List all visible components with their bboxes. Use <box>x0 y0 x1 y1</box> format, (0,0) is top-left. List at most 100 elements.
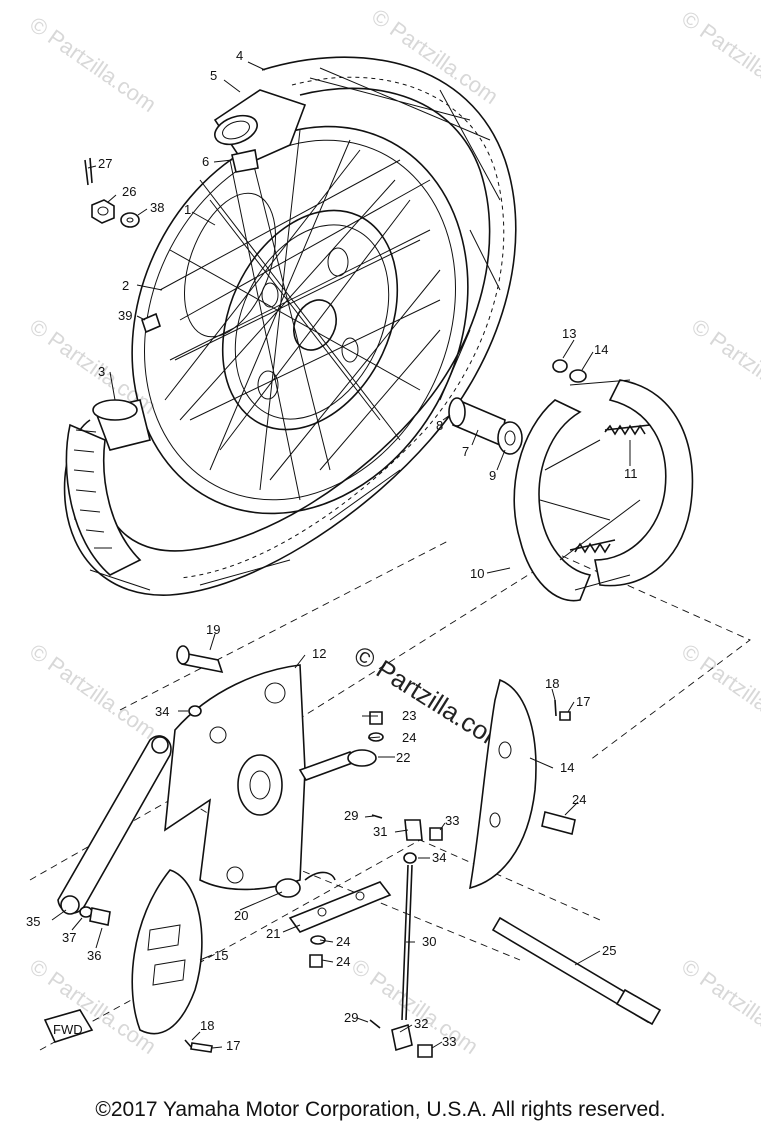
part-label: 4 <box>236 48 243 63</box>
fwd-label: FWD <box>53 1022 83 1037</box>
part-12-brake-plate <box>164 664 306 891</box>
part-29-pin-lower <box>369 1019 381 1029</box>
part-33-bolt-lower <box>417 1044 433 1058</box>
part-label: 30 <box>422 934 436 949</box>
part-label: 12 <box>312 646 326 661</box>
part-32-joint <box>391 1023 413 1052</box>
part-label: 35 <box>26 914 40 929</box>
wheel-assembly <box>63 56 517 596</box>
part-14-washer <box>569 369 587 383</box>
part-27-cotter-pin <box>84 157 93 186</box>
watermark: © Partzilla.com <box>677 639 761 745</box>
copyright-footer: ©2017 Yamaha Motor Corporation, U.S.A. A… <box>95 1098 666 1121</box>
part-39-bolt <box>141 312 161 334</box>
part-label: 34 <box>155 704 169 719</box>
part-label: 9 <box>489 468 496 483</box>
part-17-screw <box>559 711 571 721</box>
part-label: 15 <box>214 948 228 963</box>
part-17-screw-lower <box>190 1042 213 1053</box>
watermark: © Partzilla.com <box>367 4 503 110</box>
part-29-pin <box>371 814 383 819</box>
part-label: 14 <box>560 760 574 775</box>
part-label: 26 <box>122 184 136 199</box>
part-label: 8 <box>436 418 443 433</box>
watermark: © Partzilla.com <box>677 954 761 1060</box>
part-11-spring-lower <box>569 539 616 554</box>
part-label: 7 <box>462 444 469 459</box>
part-label: 17 <box>226 1038 240 1053</box>
part-6-clip <box>231 149 259 173</box>
watermark: © Partzilla.com <box>347 954 483 1060</box>
part-label: 38 <box>150 200 164 215</box>
part-label: 10 <box>470 566 484 581</box>
fwd-indicator: FWD <box>43 1009 94 1043</box>
part-label: 39 <box>118 308 132 323</box>
part-11-spring <box>604 424 651 436</box>
part-38-washer <box>120 212 140 228</box>
part-label: 17 <box>576 694 590 709</box>
part-label: 32 <box>414 1016 428 1031</box>
part-label: 29 <box>344 1010 358 1025</box>
part-label: 21 <box>266 926 280 941</box>
part-19-bolt <box>176 645 224 674</box>
part-16-chain-guard <box>468 678 537 890</box>
part-label: 2 <box>122 278 129 293</box>
part-label: 14 <box>594 342 608 357</box>
part-label: 24 <box>572 792 586 807</box>
part-label: 18 <box>545 676 559 691</box>
part-label: 37 <box>62 930 76 945</box>
part-label: 33 <box>442 1034 456 1049</box>
part-35-torque-arm <box>57 735 172 915</box>
part-label: 34 <box>432 850 446 865</box>
part-number-labels: 4 5 6 27 26 38 1 2 39 3 8 7 9 10 11 13 1… <box>26 48 638 1053</box>
watermark: © Partzilla.com <box>677 6 761 112</box>
part-13-nut <box>552 359 568 373</box>
part-label: 27 <box>98 156 112 171</box>
watermark: © Partzilla.com <box>687 314 761 420</box>
part-21-cam-lever <box>288 881 392 933</box>
part-23-bolt <box>369 711 383 725</box>
part-label: 1 <box>184 202 191 217</box>
part-26-nut <box>91 199 115 224</box>
part-18-pin <box>554 699 557 717</box>
part-22-arm <box>298 749 377 781</box>
part-label: 19 <box>206 622 220 637</box>
part-label: 24 <box>336 954 350 969</box>
part-23-bolt-lower <box>309 954 323 968</box>
part-34-washer <box>188 705 202 717</box>
part-5-collar <box>213 89 307 167</box>
part-label: 24 <box>336 934 350 949</box>
part-label: 24 <box>402 730 416 745</box>
part-31-joint <box>404 819 423 841</box>
part-label: 31 <box>373 824 387 839</box>
part-20-seal <box>275 878 301 898</box>
part-label: 36 <box>87 948 101 963</box>
part-28-bolt <box>541 811 576 835</box>
part-label: 18 <box>200 1018 214 1033</box>
part-label: 13 <box>562 326 576 341</box>
watermark: © Partzilla.com <box>25 12 161 118</box>
part-label: 22 <box>396 750 410 765</box>
part-24-washer-lower <box>310 935 326 945</box>
part-label: 33 <box>445 813 459 828</box>
part-label: 11 <box>624 466 638 481</box>
part-15-cover <box>131 869 203 1035</box>
part-label: 3 <box>98 364 105 379</box>
part-label: 25 <box>602 943 616 958</box>
part-10-brake-shoe <box>513 379 694 602</box>
part-36-bolt <box>89 907 111 926</box>
part-34-washer-lower <box>403 852 417 864</box>
part-20-spring-clip <box>304 871 336 881</box>
part-7-spacer <box>448 397 523 455</box>
part-3-collar <box>92 399 151 451</box>
part-label: 5 <box>210 68 217 83</box>
part-label: 29 <box>344 808 358 823</box>
watermark: © Partzilla.com <box>25 639 161 745</box>
part-label: 20 <box>234 908 248 923</box>
part-label: 23 <box>402 708 416 723</box>
part-33-bolt <box>429 827 443 841</box>
part-label: 6 <box>202 154 209 169</box>
leader-lines <box>51 61 631 1049</box>
part-25-axle <box>491 916 662 1026</box>
